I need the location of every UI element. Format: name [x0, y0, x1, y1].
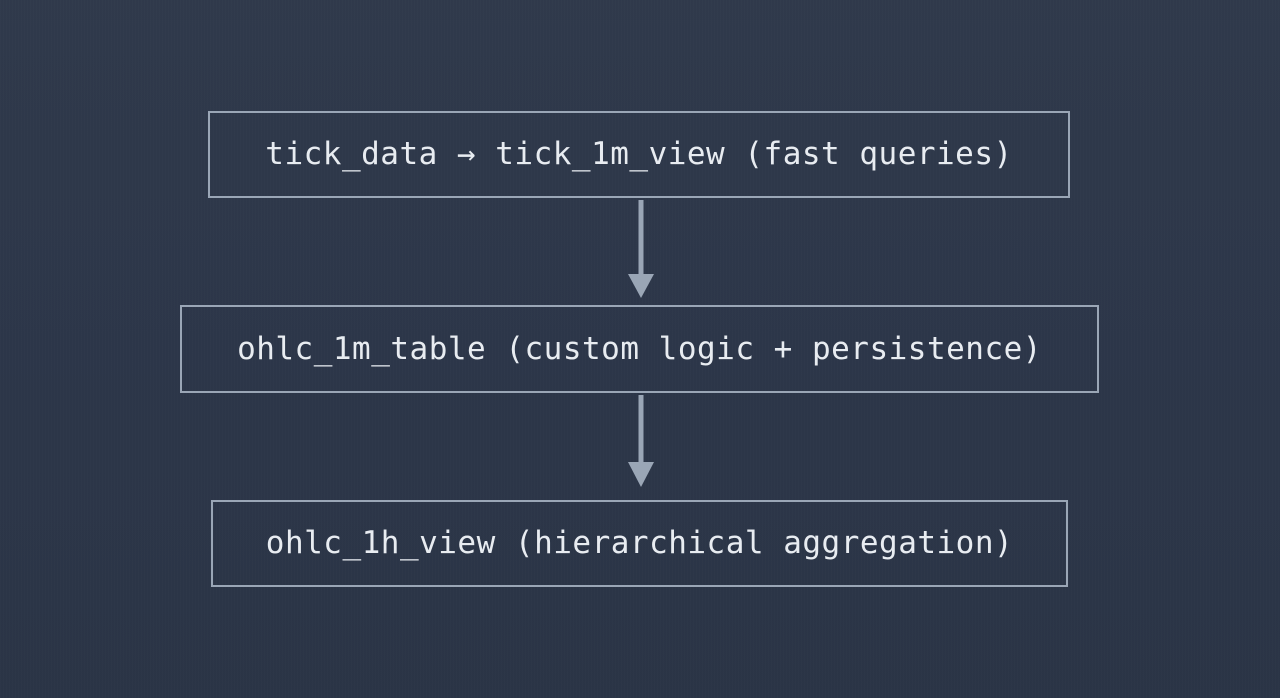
node-tick-view-label: tick_data → tick_1m_view (fast queries) [265, 136, 1013, 172]
node-ohlc-1m-table-label: ohlc_1m_table (custom logic + persistenc… [237, 330, 1042, 367]
node-ohlc-1h-view: ohlc_1h_view (hierarchical aggregation) [211, 500, 1068, 587]
node-tick-view: tick_data → tick_1m_view (fast queries) [208, 111, 1070, 198]
edge-2-ohlc-1m-table-to-ohlc-1h-view [628, 395, 654, 487]
edge-1-tick-view-to-ohlc-1m-table [628, 200, 654, 298]
node-ohlc-1h-view-label: ohlc_1h_view (hierarchical aggregation) [265, 525, 1014, 561]
node-ohlc-1m-table: ohlc_1m_table (custom logic + persistenc… [180, 305, 1099, 393]
